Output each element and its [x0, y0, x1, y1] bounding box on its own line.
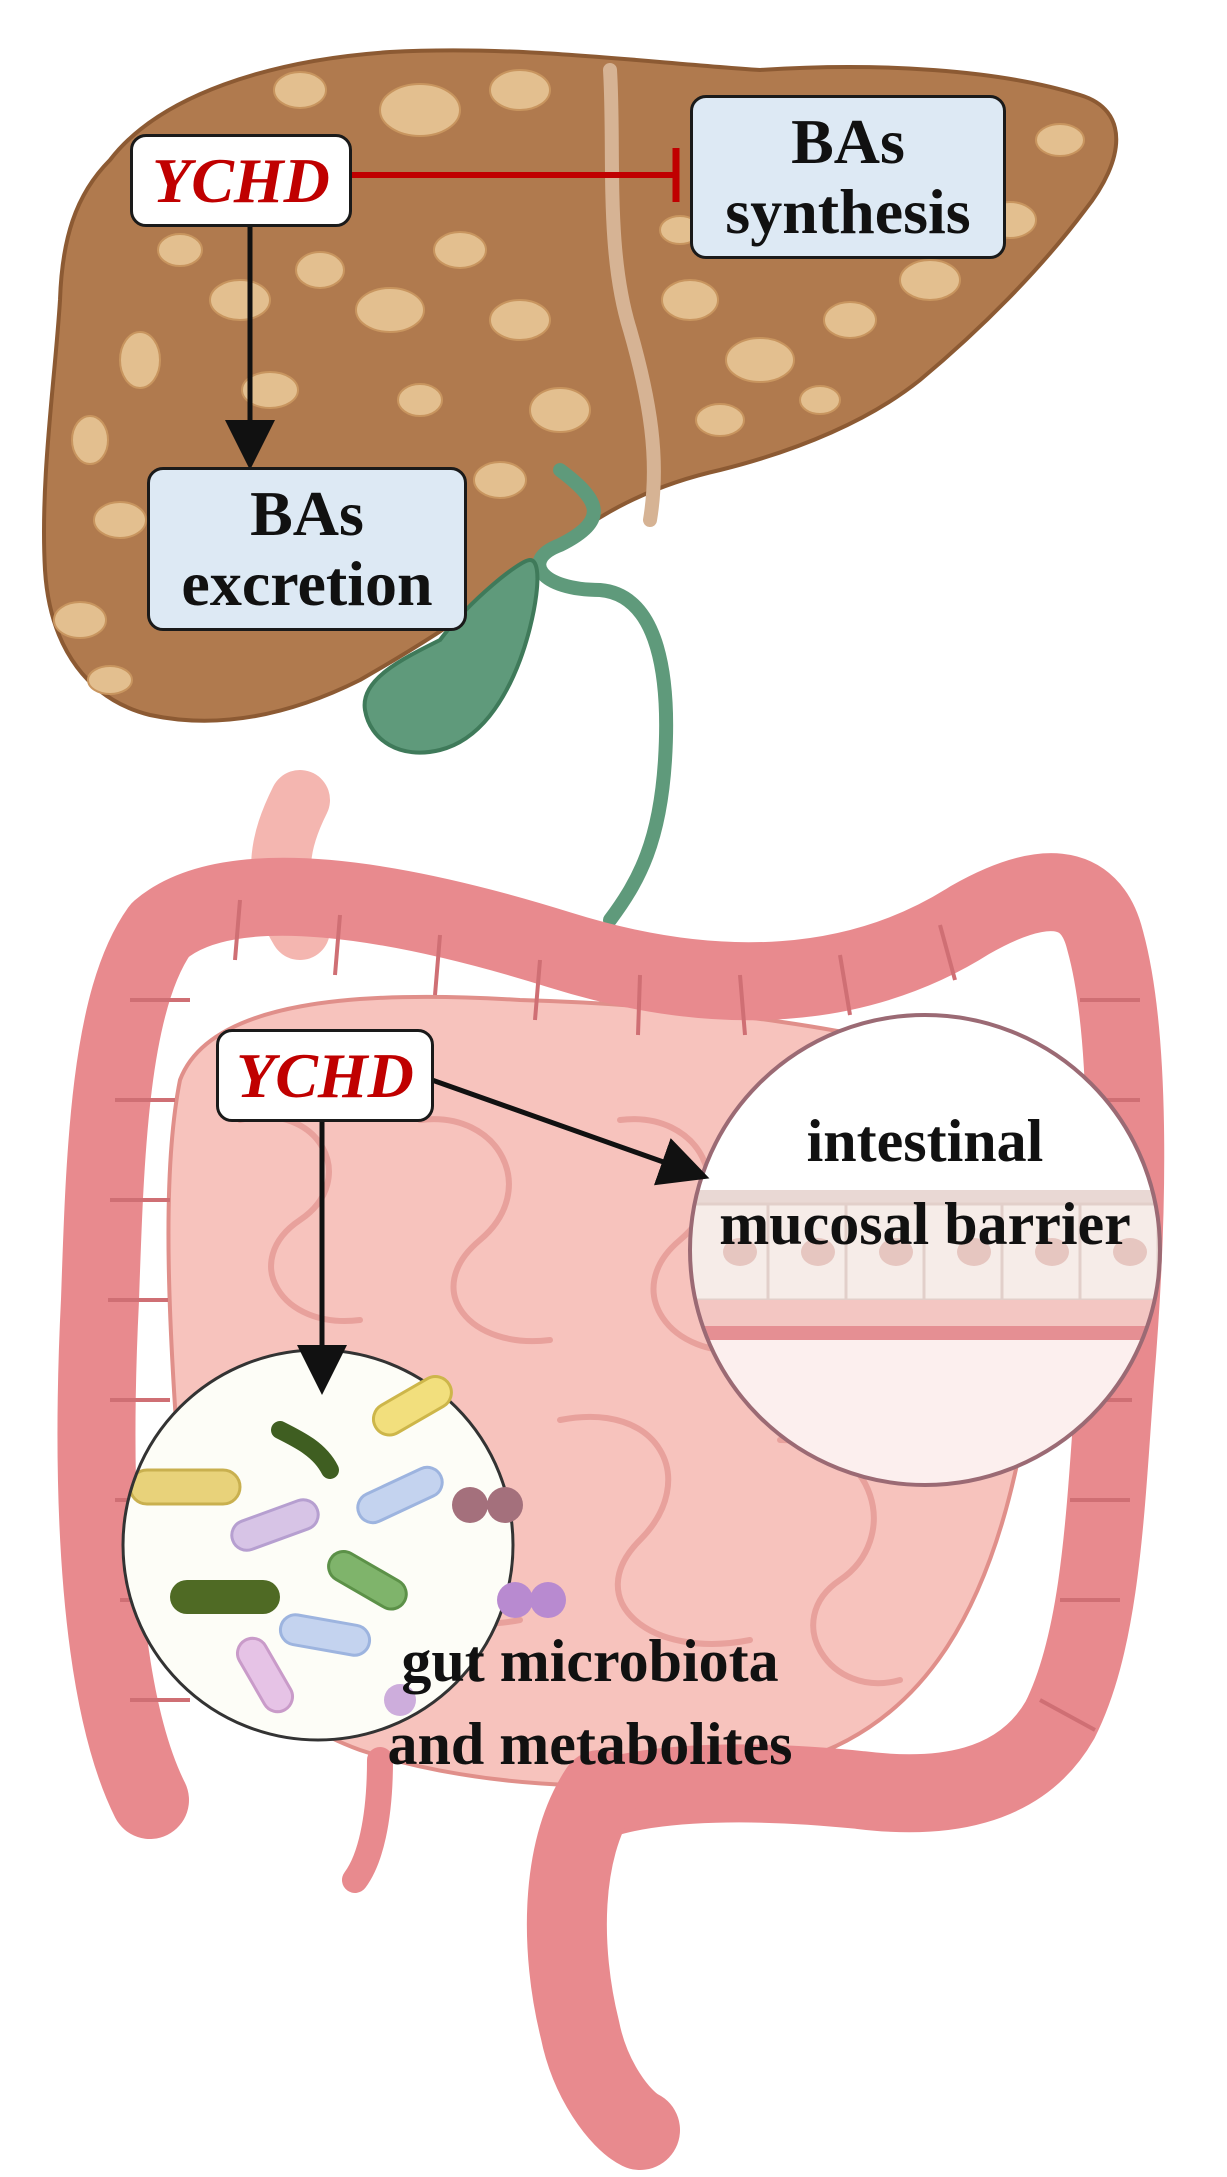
- bas-excretion-line2: excretion: [181, 548, 433, 619]
- bile-duct: [532, 463, 674, 927]
- mucosal-barrier-magnifier: [688, 1013, 1162, 1487]
- ychd-liver-box: YCHD: [130, 134, 352, 227]
- microbiota-line1: gut microbiota: [401, 1628, 779, 1694]
- gallbladder-illustration: [362, 463, 674, 927]
- arrow-to-barrier: [431, 1077, 710, 1186]
- ychd-intestine-box: YCHD: [216, 1029, 434, 1122]
- rectum: [526, 1750, 680, 2170]
- microbiota-label: gut microbiota and metabolites: [340, 1620, 840, 1786]
- microbiota-line2: and metabolites: [387, 1710, 793, 1777]
- liver-lobe-groove: [603, 63, 661, 527]
- microbiota-magnifier: [121, 1348, 566, 1742]
- gallbladder-shape: [362, 557, 540, 755]
- mucosal-barrier-line2: mucosal barrier: [719, 1190, 1131, 1257]
- bacteria: [128, 1421, 444, 1714]
- bas-synthesis-line2: synthesis: [725, 176, 971, 247]
- liver-nodules: [53, 69, 1085, 695]
- cocci: [384, 1487, 566, 1716]
- bas-synthesis-line1: BAs: [791, 105, 905, 177]
- ychd-liver-label: YCHD: [152, 144, 330, 216]
- ychd-intestine-label: YCHD: [236, 1039, 414, 1111]
- mucosal-barrier-label: intestinal mucosal barrier: [690, 1100, 1160, 1266]
- appendix: [342, 1747, 393, 1893]
- mucosal-barrier-line1: intestinal: [806, 1108, 1044, 1174]
- bas-excretion-box: BAs excretion: [147, 467, 467, 631]
- bas-excretion-line1: BAs: [250, 477, 364, 549]
- bas-synthesis-box: BAs synthesis: [690, 95, 1006, 259]
- colon: [57, 853, 1165, 1839]
